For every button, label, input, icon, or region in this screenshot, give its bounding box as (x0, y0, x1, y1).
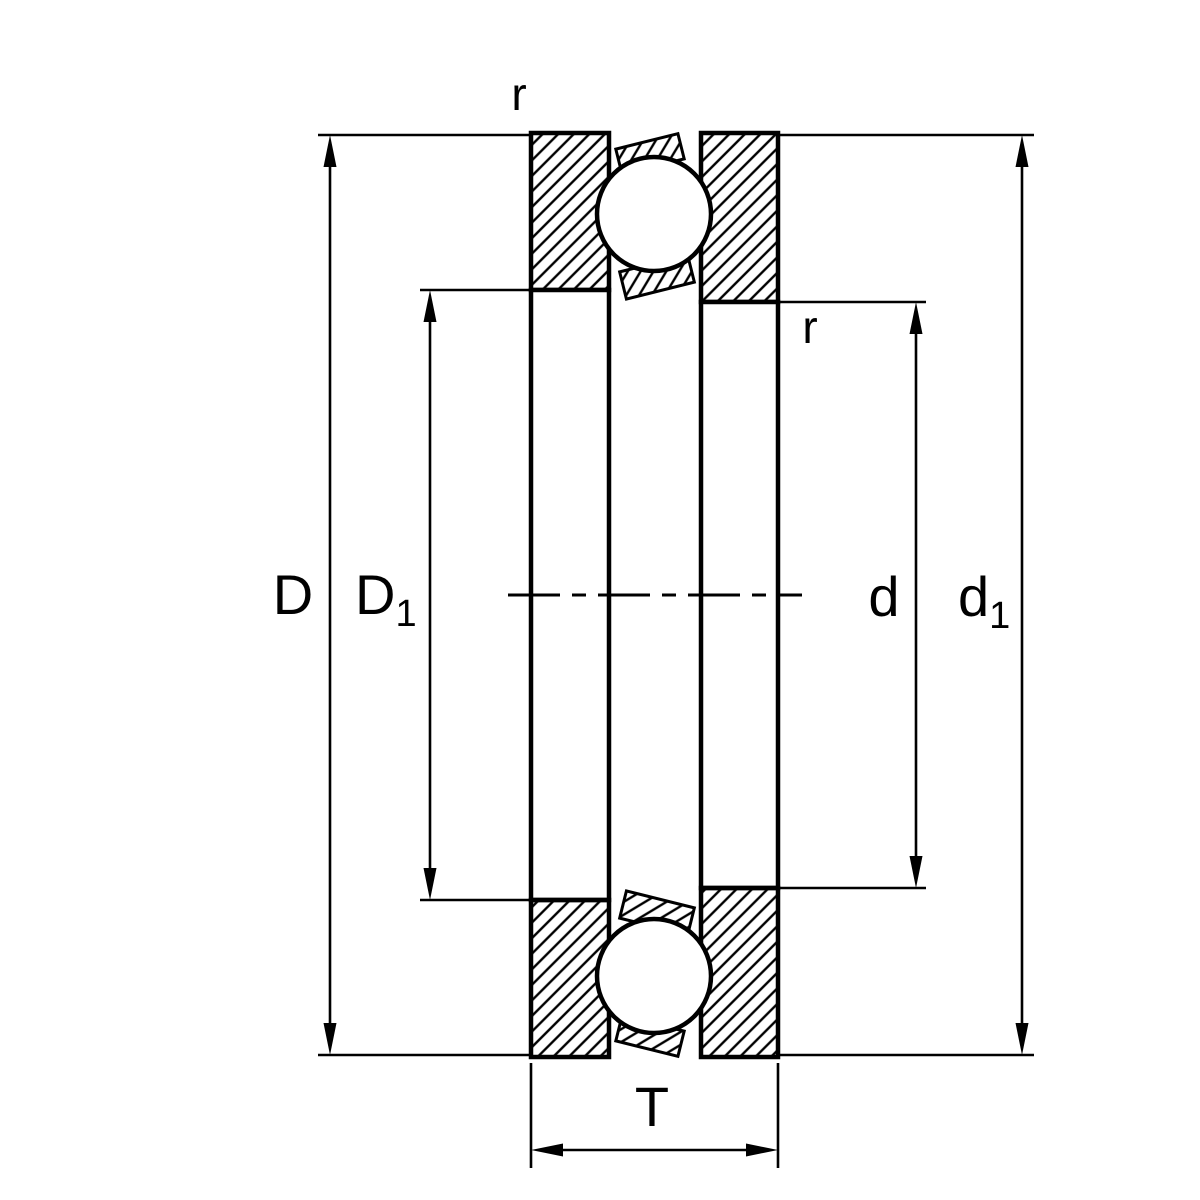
label-r-right: r (802, 301, 817, 353)
ball-bottom (594, 916, 714, 1036)
arrowhead-up (323, 135, 337, 167)
label-D: D (273, 563, 313, 626)
arrowhead-down (323, 1023, 337, 1055)
washer-right (698, 130, 781, 1060)
dimension-d1: d1 (778, 133, 1034, 1057)
arrowhead-left (531, 1143, 563, 1157)
label-r-top: r (511, 68, 526, 120)
label-d1-base: d (958, 565, 989, 628)
label-d: d (868, 565, 899, 628)
label-d1: d1 (958, 565, 1010, 637)
dimension-D: D (273, 133, 531, 1057)
arrowhead-down (1015, 1023, 1029, 1055)
arrowhead-up (1015, 135, 1029, 167)
label-d1-sub: 1 (989, 595, 1010, 637)
arrowhead-down (909, 856, 923, 888)
label-D1: D1 (355, 563, 417, 635)
arrowhead-down (423, 868, 437, 900)
dimension-d: d (778, 300, 926, 890)
washer-right-top-section (698, 130, 781, 305)
ball-top (594, 154, 714, 274)
label-D1-base: D (355, 563, 395, 626)
arrowhead-up (909, 302, 923, 334)
arrowhead-right (746, 1143, 778, 1157)
label-T: T (635, 1075, 669, 1138)
dimension-D1: D1 (355, 288, 531, 902)
arrowhead-up (423, 290, 437, 322)
label-D1-sub: 1 (395, 593, 416, 635)
dimension-T: T (529, 1063, 780, 1168)
